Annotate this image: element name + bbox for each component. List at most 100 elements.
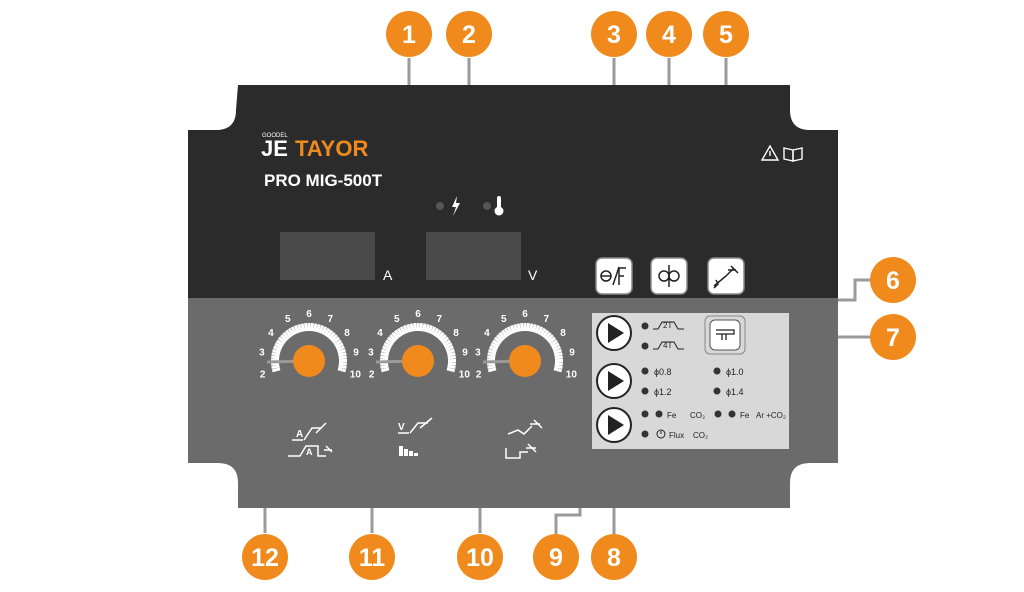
diameter-label: ϕ1.2: [654, 387, 672, 397]
trigger-mode-label: 4T: [663, 341, 672, 350]
trigger-mode-label: 2T: [663, 321, 672, 330]
dial-tick: [447, 355, 456, 360]
dial-tick: [338, 361, 348, 366]
dial-number: 4: [377, 328, 383, 339]
knob-cap[interactable]: [293, 345, 325, 377]
dial-number: 5: [285, 314, 291, 325]
dial-tick: [503, 327, 511, 337]
dial-number: 6: [522, 309, 528, 320]
material-gas-button[interactable]: [596, 407, 632, 443]
inching-button[interactable]: [704, 315, 746, 355]
voltage-display: [426, 232, 521, 280]
callout-number: 12: [251, 544, 279, 572]
dial-tick: [389, 334, 397, 342]
dial-tick: [487, 352, 496, 357]
dial-number: 9: [353, 348, 359, 359]
dial-tick: [528, 323, 534, 332]
dial-tick: [552, 345, 561, 352]
dial-tick: [273, 345, 282, 352]
dial-tick: [442, 339, 451, 347]
callout-11: 11: [349, 534, 395, 580]
dial-tick: [531, 324, 537, 333]
svg-text:V: V: [398, 422, 405, 433]
dial-tick: [534, 324, 541, 334]
wire-diameter-button[interactable]: [596, 363, 632, 399]
dial-tick: [382, 345, 391, 352]
trigger-mode-button[interactable]: [596, 315, 632, 351]
play-icon: [608, 323, 624, 343]
dial-tick: [444, 342, 453, 349]
dial-number: 10: [459, 369, 471, 380]
dial-tick: [551, 342, 560, 349]
dial-tick: [297, 324, 303, 333]
callout-5: 5: [703, 11, 749, 57]
dial-tick: [487, 364, 496, 369]
wire-spool-icon: [658, 265, 680, 287]
dial-tick: [553, 348, 562, 354]
manual-icon: [783, 147, 803, 162]
dial-tick: [327, 331, 336, 340]
dial-tick: [331, 336, 341, 344]
callout-number: 10: [466, 544, 494, 572]
trigger-led: [641, 322, 649, 330]
diameter-led: [641, 387, 649, 395]
dial-number: 2: [260, 369, 266, 380]
diameter-led: [641, 367, 649, 375]
gas-check-button[interactable]: [650, 257, 688, 295]
dial-tick: [445, 345, 454, 352]
dial-number: 2: [369, 369, 375, 380]
dial-number: 2: [476, 369, 482, 380]
dial-number: 8: [344, 328, 350, 339]
dial-tick: [325, 329, 333, 338]
inching-icon: [716, 329, 735, 340]
knob-cap[interactable]: [402, 345, 434, 377]
diameter-label: ϕ1.0: [726, 367, 744, 377]
callout-7: 7: [870, 314, 916, 360]
dial-tick: [385, 339, 394, 347]
knob-cap[interactable]: [509, 345, 541, 377]
dial-tick: [399, 326, 407, 335]
callout-number: 6: [886, 267, 900, 295]
play-icon: [608, 415, 624, 435]
warning-icon: [760, 144, 780, 161]
timer-icon: [656, 429, 666, 439]
svg-text:A: A: [306, 447, 313, 457]
dial-tick: [549, 339, 558, 347]
dial-tick: [271, 352, 280, 357]
dial-tick: [274, 342, 283, 349]
callout-number: 7: [886, 324, 900, 352]
dial-tick: [304, 323, 308, 332]
material-led: [641, 430, 649, 438]
dial-number: 7: [327, 314, 333, 325]
material-led: [728, 410, 736, 418]
dial-tick: [380, 367, 390, 373]
dial-tick: [383, 342, 392, 349]
dial-tick: [293, 324, 300, 334]
material-label: Flux: [669, 431, 684, 440]
dial-number: 4: [484, 328, 490, 339]
dial-tick: [310, 323, 314, 332]
wire-feed-button[interactable]: [595, 257, 633, 295]
dial-tick: [520, 323, 524, 332]
dial-number: 9: [569, 348, 575, 359]
callout-number: 9: [549, 544, 563, 572]
dial-number: 3: [475, 348, 481, 359]
dial-number: 3: [368, 348, 374, 359]
dial-tick: [338, 364, 347, 369]
callout-number: 1: [402, 21, 416, 49]
dial-tick: [447, 361, 457, 366]
brand-logo-mark: JE: [261, 136, 288, 161]
dial-number: 4: [268, 328, 274, 339]
callout-number: 5: [719, 21, 733, 49]
dial-tick: [271, 364, 280, 369]
dial-tick: [333, 339, 342, 347]
torch-button[interactable]: [707, 257, 745, 295]
callout-1: 1: [386, 11, 432, 57]
dial-tick: [424, 324, 430, 333]
dial-tick: [501, 329, 509, 338]
